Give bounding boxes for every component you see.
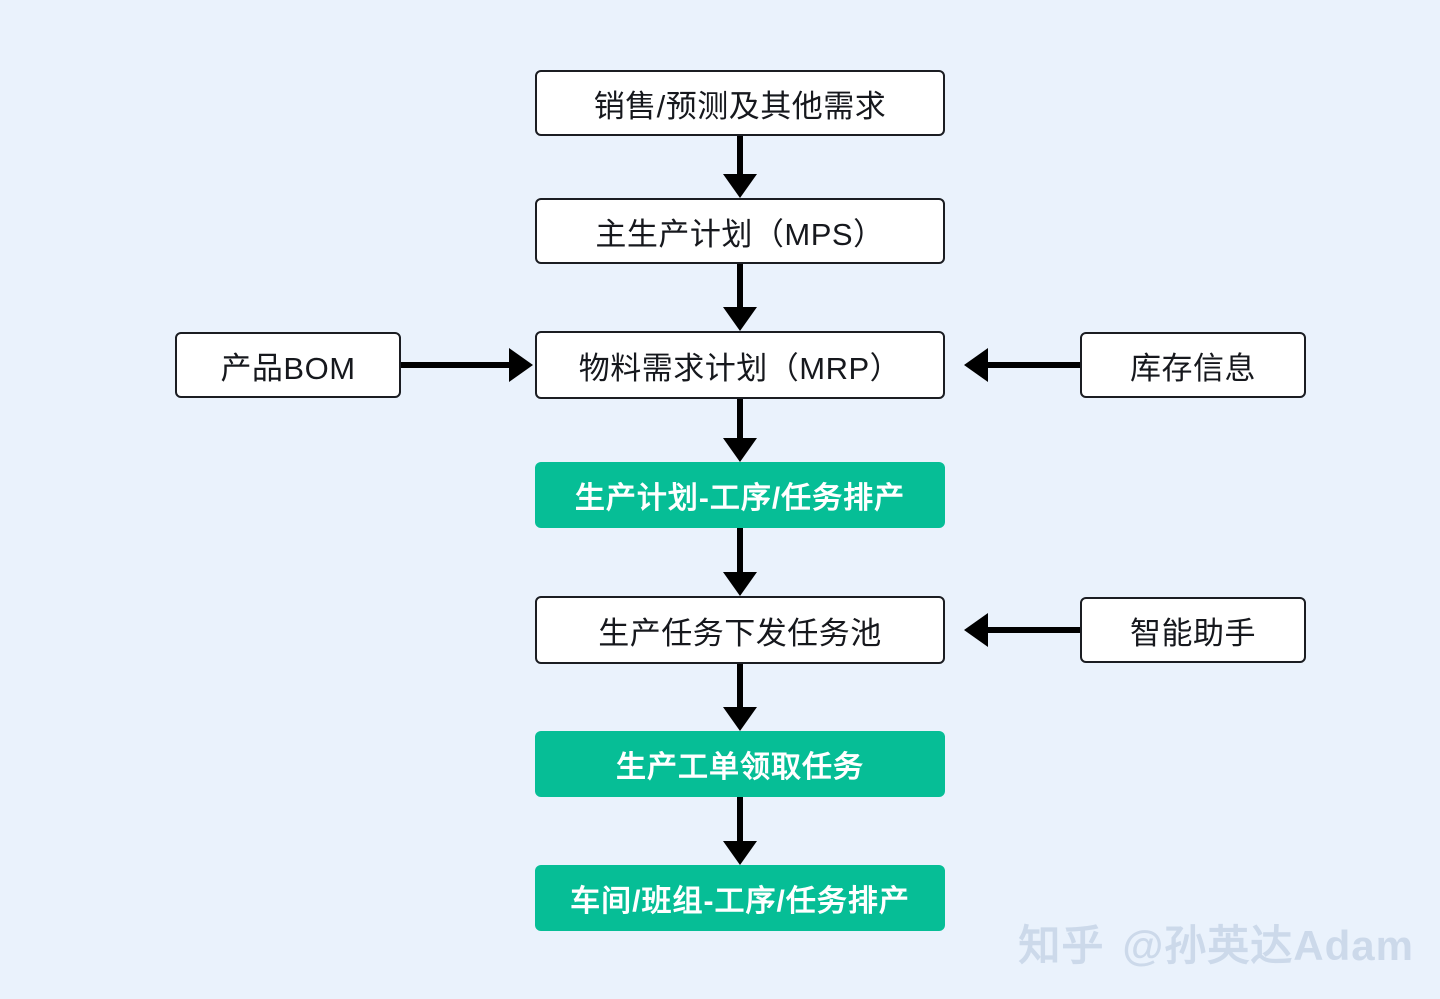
arrowhead-down-icon xyxy=(723,174,757,198)
arrowhead-down-icon xyxy=(723,438,757,462)
node-sales-forecast-demand[interactable]: 销售/预测及其他需求 xyxy=(535,70,945,136)
edge-line xyxy=(737,399,743,441)
arrowhead-left-icon xyxy=(964,613,988,647)
watermark: 知乎 @孙英达Adam xyxy=(1018,912,1414,973)
edge-line xyxy=(737,797,743,841)
node-label: 销售/预测及其他需求 xyxy=(593,88,887,124)
node-intelligent-assistant[interactable]: 智能助手 xyxy=(1080,597,1306,663)
node-label: 产品BOM xyxy=(220,350,356,386)
edge-line xyxy=(737,136,743,180)
node-label: 主生产计划（MPS） xyxy=(595,216,885,252)
node-label: 生产计划-工序/任务排产 xyxy=(574,482,906,515)
node-label: 智能助手 xyxy=(1130,615,1256,651)
arrowhead-down-icon xyxy=(723,841,757,865)
edge-line xyxy=(401,362,511,368)
edge-line xyxy=(988,627,1080,633)
node-master-production-schedule[interactable]: 主生产计划（MPS） xyxy=(535,198,945,264)
node-product-bom[interactable]: 产品BOM xyxy=(175,332,401,398)
node-label: 生产任务下发任务池 xyxy=(598,615,882,651)
arrowhead-down-icon xyxy=(723,572,757,596)
node-label: 库存信息 xyxy=(1130,350,1256,386)
node-workshop-team-operation-task-scheduling[interactable]: 车间/班组-工序/任务排产 xyxy=(535,865,945,931)
edge-line xyxy=(737,528,743,574)
node-label: 车间/班组-工序/任务排产 xyxy=(570,885,910,918)
edge-line xyxy=(988,362,1080,368)
arrowhead-down-icon xyxy=(723,307,757,331)
arrowhead-left-icon xyxy=(964,348,988,382)
node-label: 物料需求计划（MRP） xyxy=(578,350,902,386)
node-production-plan-operation-task-scheduling[interactable]: 生产计划-工序/任务排产 xyxy=(535,462,945,528)
arrowhead-right-icon xyxy=(509,348,533,382)
node-material-requirements-planning[interactable]: 物料需求计划（MRP） xyxy=(535,331,945,399)
node-label: 生产工单领取任务 xyxy=(616,751,864,784)
arrowhead-down-icon xyxy=(723,707,757,731)
watermark-site-name: 知乎 xyxy=(1018,922,1105,969)
watermark-author-handle: @孙英达Adam xyxy=(1122,922,1414,969)
edge-line xyxy=(737,664,743,709)
node-inventory-information[interactable]: 库存信息 xyxy=(1080,332,1306,398)
node-work-order-claim-task[interactable]: 生产工单领取任务 xyxy=(535,731,945,797)
edge-line xyxy=(737,264,743,308)
node-production-task-dispatch-pool[interactable]: 生产任务下发任务池 xyxy=(535,596,945,664)
